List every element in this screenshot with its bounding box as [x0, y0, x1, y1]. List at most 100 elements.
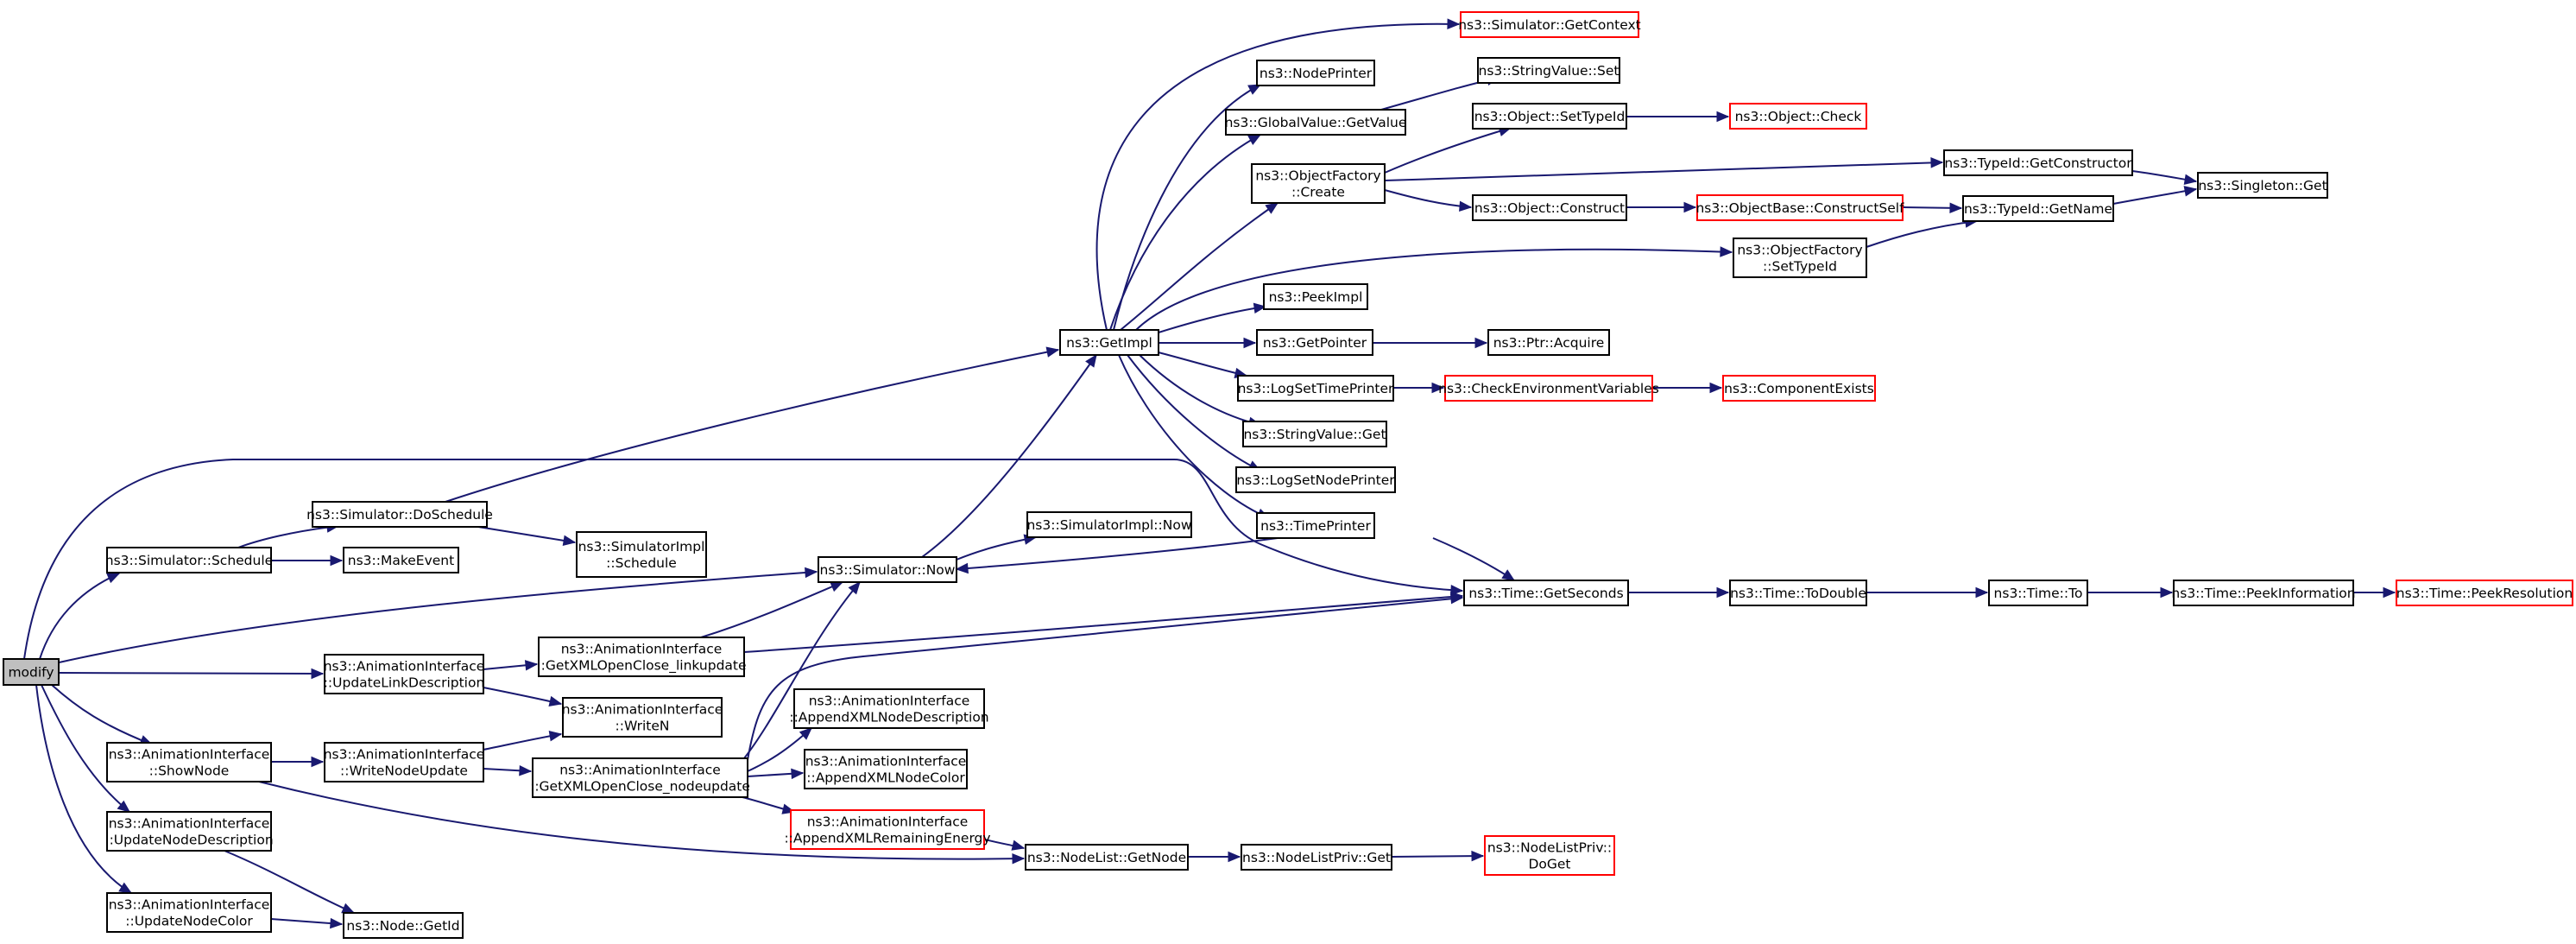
call-edge-time_peekInformation-to-time_peekResolution [2353, 586, 2396, 599]
node-time_to[interactable]: ns3::Time::To [1988, 580, 2088, 606]
node-label: ::WriteN [616, 719, 670, 734]
arrowhead [1011, 839, 1026, 851]
edge-line [1158, 306, 1266, 333]
node-ai_updNodeDesc[interactable]: ns3::AnimationInterface::UpdateNodeDescr… [104, 811, 274, 852]
node-sv_set[interactable]: ns3::StringValue::Set [1477, 57, 1620, 84]
call-edge-ai_writeNodeUpd-to-ai_nodeupdate [483, 765, 533, 776]
node-nlp_get[interactable]: ns3::NodeListPriv::Get [1241, 844, 1392, 871]
node-of_create[interactable]: ns3::ObjectFactory::Create [1251, 163, 1386, 204]
call-edge-getImpl-to-of_create [1120, 202, 1279, 331]
function-nodes: modify ns3::Simulator::Schedulens3::Anima… [3, 11, 2573, 939]
arrowhead [548, 695, 563, 707]
node-label: ns3::Node::GetId [346, 918, 459, 934]
arrowhead [311, 756, 325, 768]
edge-line [1432, 537, 1515, 581]
node-box [2197, 172, 2328, 199]
node-objBase_constructSelf[interactable]: ns3::ObjectBase::ConstructSelf [1695, 194, 1904, 221]
node-label: ns3::Object::Construct [1474, 200, 1625, 216]
edge-line [445, 349, 1059, 503]
node-time_peekResolution[interactable]: ns3::Time::PeekResolution [2396, 580, 2573, 606]
call-edge-logSetTimePrinter-to-checkEnvVars [1393, 382, 1445, 394]
edge-line [51, 684, 153, 745]
node-logSetNodePrinter[interactable]: ns3::LogSetNodePrinter [1235, 466, 1396, 493]
arrowhead [2383, 586, 2396, 599]
node-box [1256, 60, 1375, 86]
node-timePrinter[interactable]: ns3::TimePrinter [1256, 512, 1375, 539]
node-time_getSeconds[interactable]: ns3::Time::GetSeconds [1463, 580, 1629, 606]
node-makeEvent[interactable]: ns3::MakeEvent [343, 547, 459, 573]
node-simImpl_now[interactable]: ns3::SimulatorImpl::Now [1026, 511, 1192, 538]
node-obj_construct[interactable]: ns3::Object::Construct [1472, 194, 1627, 221]
node-simImpl_schedule[interactable]: ns3::SimulatorImpl::Schedule [576, 531, 707, 578]
node-sv_get[interactable]: ns3::StringValue::Get [1242, 421, 1387, 447]
node-ptr_acquire[interactable]: ns3::Ptr::Acquire [1487, 329, 1610, 356]
call-edge-modify-to-ai_updLinkDesc [58, 668, 325, 680]
node-label: ns3::AnimationInterface [324, 747, 485, 763]
node-getImpl[interactable]: ns3::GetImpl [1059, 329, 1159, 356]
node-ai_appNodeColor[interactable]: ns3::AnimationInterface::AppendXMLNodeCo… [804, 749, 968, 789]
node-checkEnvVars[interactable]: ns3::CheckEnvironmentVariables [1438, 375, 1659, 402]
node-getPointer[interactable]: ns3::GetPointer [1256, 329, 1373, 356]
node-node_getId[interactable]: ns3::Node::GetId [343, 912, 464, 939]
node-label: ::Create [1291, 185, 1345, 200]
arrowhead [1012, 852, 1026, 865]
node-box [3, 658, 60, 686]
node-gv_getValue[interactable]: ns3::GlobalValue::GetValue [1225, 109, 1407, 136]
node-sim_doSchedule[interactable]: ns3::Simulator::DoSchedule [306, 501, 493, 528]
call-edge-sim_doSchedule-to-simImpl_schedule [477, 526, 577, 546]
node-box [1059, 329, 1159, 356]
node-ai_writeN[interactable]: ns3::AnimationInterface::WriteN [562, 697, 723, 738]
edge-line [483, 687, 562, 705]
node-box [1487, 329, 1610, 356]
node-ai_linkupdate[interactable]: ns3::AnimationInterface::GetXMLOpenClose… [536, 637, 747, 677]
node-typeId_getName[interactable]: ns3::TypeId::GetName [1962, 195, 2114, 222]
node-ai_showNode[interactable]: ns3::AnimationInterface::ShowNode [106, 742, 272, 782]
node-sim_now[interactable]: ns3::Simulator::Now [818, 556, 957, 583]
node-label: ns3::NodeListPriv::Get [1242, 850, 1391, 865]
node-nlp_doGet[interactable]: ns3::NodeListPriv::DoGet [1484, 835, 1615, 876]
node-box [576, 531, 707, 578]
node-obj_setTypeId[interactable]: ns3::Object::SetTypeId [1472, 103, 1627, 130]
node-ai_updLinkDesc[interactable]: ns3::AnimationInterface::UpdateLinkDescr… [324, 654, 485, 694]
node-logSetTimePrinter[interactable]: ns3::LogSetTimePrinter [1237, 375, 1394, 402]
node-ai_appRemEnergy[interactable]: ns3::AnimationInterface::AppendXMLRemain… [784, 809, 991, 850]
node-sim_getContext[interactable]: ns3::Simulator::GetContext [1458, 11, 1641, 38]
arrowhead [1447, 18, 1461, 29]
edge-line [1109, 134, 1261, 331]
node-box [106, 892, 272, 933]
node-componentExists[interactable]: ns3::ComponentExists [1722, 375, 1876, 402]
arrowhead [1716, 111, 1730, 123]
node-box [818, 556, 957, 583]
node-ai_writeNodeUpd[interactable]: ns3::AnimationInterface::WriteNodeUpdate [324, 742, 485, 782]
node-label: ::UpdateLinkDescription [324, 675, 485, 691]
node-nodeList_getNode[interactable]: ns3::NodeList::GetNode [1025, 844, 1189, 871]
node-ai_updNodeColor[interactable]: ns3::AnimationInterface::UpdateNodeColor [106, 892, 272, 933]
node-of_setTypeId[interactable]: ns3::ObjectFactory::SetTypeId [1733, 238, 1867, 278]
node-peekImpl[interactable]: ns3::PeekImpl [1263, 283, 1368, 310]
arrowhead [1045, 346, 1060, 358]
arrowhead [524, 660, 539, 671]
node-box [1460, 11, 1639, 38]
edge-line [921, 354, 1097, 558]
node-box [562, 697, 723, 738]
node-box [1729, 580, 1867, 606]
node-sim_schedule[interactable]: ns3::Simulator::Schedule [105, 547, 273, 573]
edge-line [2112, 188, 2197, 205]
call-edge-ai_linkupdate-to-time_getSeconds [743, 591, 1464, 653]
call-edge-ai_nodeupdate-to-ai_appNodeColor [747, 768, 805, 780]
node-modify[interactable]: modify [3, 658, 60, 686]
node-singleton_get[interactable]: ns3::Singleton::Get [2197, 172, 2328, 199]
node-nodePrinter[interactable]: ns3::NodePrinter [1256, 60, 1375, 86]
node-obj_check[interactable]: ns3::Object::Check [1729, 103, 1867, 130]
arrowhead [1228, 851, 1241, 863]
call-edge-modify-to-sim_schedule [39, 573, 121, 660]
node-typeId_getConstructor[interactable]: ns3::TypeId::GetConstructor [1943, 149, 2133, 176]
node-label: ns3::AnimationInterface [809, 694, 970, 709]
node-time_toDouble[interactable]: ns3::Time::ToDouble [1729, 580, 1867, 606]
node-ai_nodeupdate[interactable]: ns3::AnimationInterface::GetXMLOpenClose… [530, 757, 750, 798]
node-time_peekInformation[interactable]: ns3::Time::PeekInformation [2171, 580, 2356, 606]
node-label: ns3::AnimationInterface [109, 747, 270, 763]
arrowhead [330, 554, 344, 567]
node-label: ns3::GetImpl [1066, 335, 1152, 351]
node-ai_appNodeDesc[interactable]: ns3::AnimationInterface::AppendXMLNodeDe… [789, 688, 989, 729]
